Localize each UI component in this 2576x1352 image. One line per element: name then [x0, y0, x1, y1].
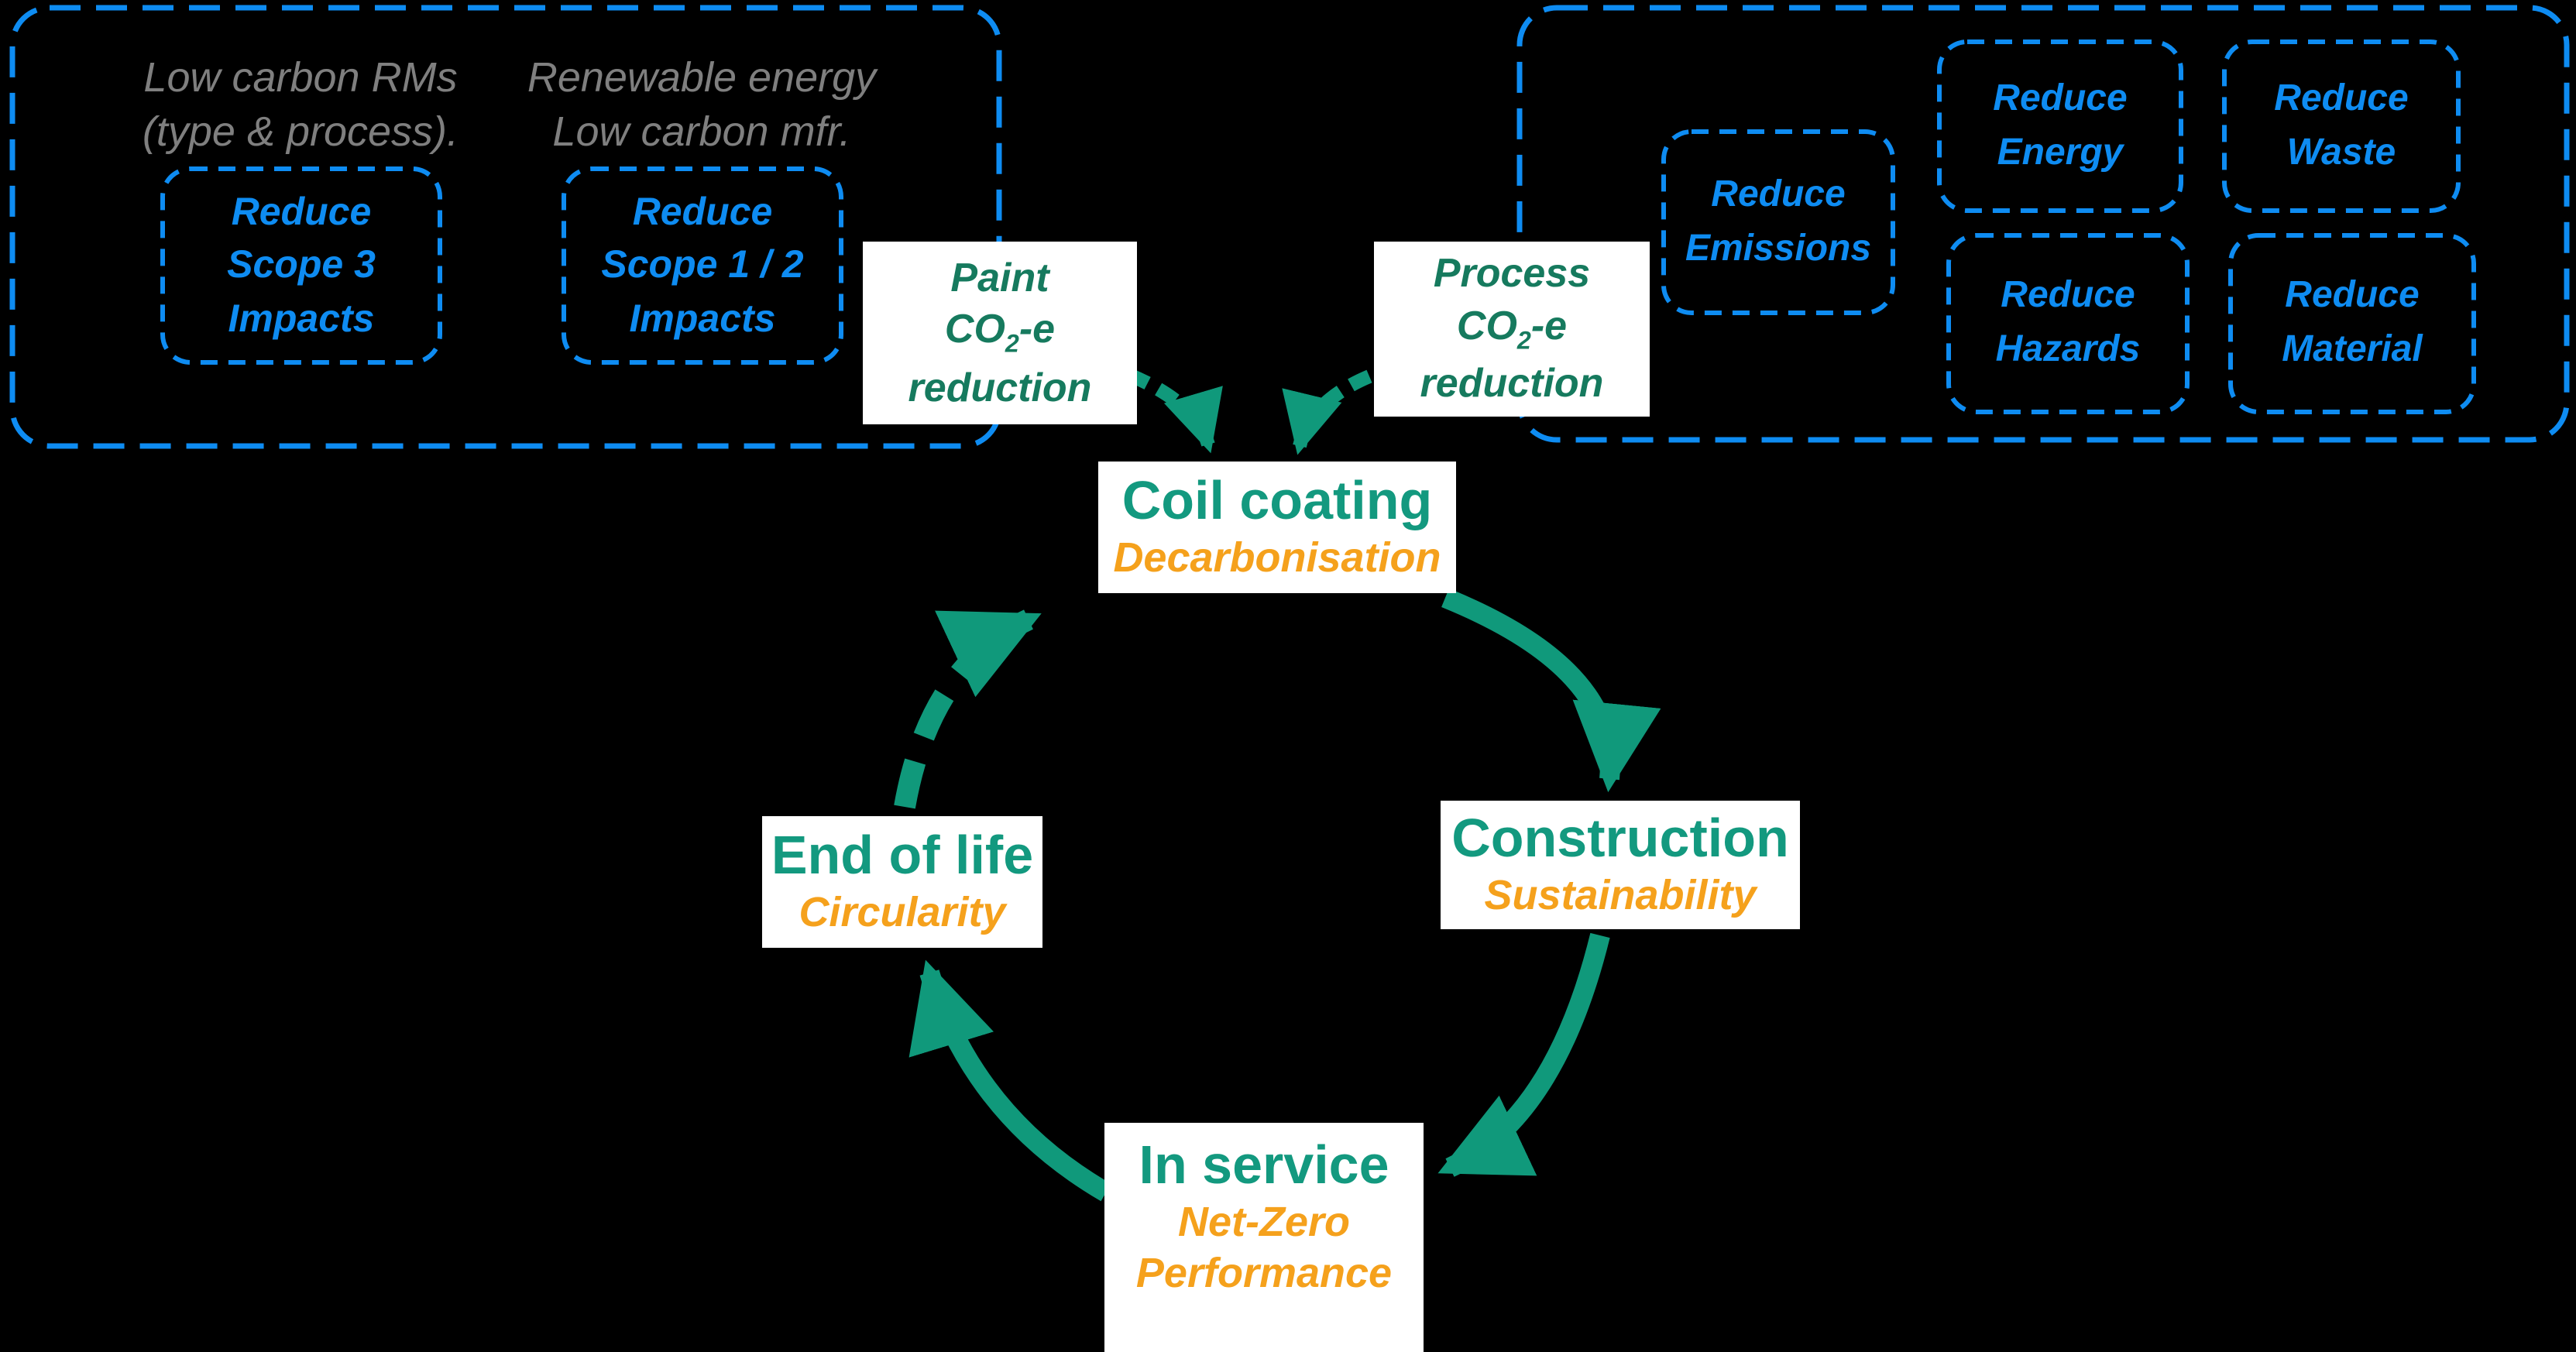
reduce-hazards-box: Reduce Hazards — [1949, 235, 2187, 412]
reduce-emissions-box: Reduce Emissions — [1664, 132, 1893, 313]
callout-line: Paint — [950, 253, 1049, 300]
arrow-endoflife-to-coilcoating-dashed — [894, 609, 1042, 809]
caption-line: Renewable energy — [527, 54, 877, 101]
callout-line: reduction — [1420, 359, 1604, 407]
stage-in-service: In service Net-Zero Performance — [1104, 1123, 1424, 1352]
box-line: Waste — [2286, 131, 2396, 173]
box-line: Energy — [1997, 131, 2124, 173]
stage-title: In service — [1139, 1135, 1389, 1196]
caption-line: Low carbon RMs — [143, 54, 458, 101]
box-line: Reduce — [1993, 77, 2128, 119]
callout-co2e-line: CO2-e — [944, 305, 1056, 359]
stage-subtitle: Net-Zero Performance — [1135, 1199, 1393, 1296]
reduce-material-box-border — [2228, 233, 2476, 414]
stage-title: Coil coating — [1121, 471, 1433, 532]
box-line: Reduce — [632, 190, 773, 234]
box-line: Reduce — [231, 190, 372, 234]
callout-co2e-line: CO2-e — [1456, 301, 1568, 355]
right-panel-border — [1516, 5, 2570, 443]
reduce-scope12-box: Reduce Scope 1 / 2 Impacts — [564, 169, 841, 362]
caption-renewable-energy: Renewable energy Low carbon mfr. — [454, 51, 950, 160]
arrow-coilcoating-to-construction — [1441, 588, 1661, 793]
box-line: Emissions — [1685, 227, 1872, 269]
caption-line: (type & process). — [142, 108, 459, 156]
arrow-paint-to-coilcoating — [1126, 368, 1223, 454]
process-co2e-callout: Process CO2-e reduction — [1374, 242, 1650, 417]
callout-line: reduction — [908, 363, 1092, 410]
stage-title: Construction — [1451, 808, 1789, 870]
box-line: Reduce — [1711, 173, 1846, 215]
reduce-scope3-box: Reduce Scope 3 Impacts — [163, 169, 440, 362]
stage-subtitle: Sustainability — [1484, 872, 1757, 919]
stage-subtitle: Decarbonisation — [1113, 534, 1441, 582]
box-line: Reduce — [2285, 274, 2420, 317]
reduce-emissions-box-border — [1661, 129, 1895, 315]
box-line: Reduce — [2001, 274, 2135, 317]
arrow-construction-to-inservice — [1437, 932, 1610, 1177]
callout-line: Process — [1433, 249, 1591, 297]
paint-co2e-callout: Paint CO2-e reduction — [863, 242, 1137, 424]
box-line: Impacts — [228, 297, 375, 341]
reduce-hazards-box-border — [1946, 233, 2190, 414]
stage-subtitle: Circularity — [799, 889, 1006, 936]
box-line: Scope 1 / 2 — [601, 243, 804, 287]
caption-line: Low carbon mfr. — [552, 108, 851, 156]
stage-title: End of life — [771, 825, 1034, 887]
reduce-material-box: Reduce Material — [2231, 235, 2474, 412]
arrow-inservice-to-endoflife — [908, 959, 1111, 1202]
box-line: Impacts — [629, 297, 776, 341]
reduce-waste-box: Reduce Waste — [2224, 42, 2458, 211]
reduce-waste-box-border — [2222, 39, 2461, 213]
arrow-process-to-coilcoating — [1282, 369, 1372, 455]
box-line: Reduce — [2274, 77, 2409, 119]
stage-end-of-life: End of life Circularity — [762, 816, 1042, 948]
stage-coil-coating: Coil coating Decarbonisation — [1098, 462, 1456, 593]
stage-construction: Construction Sustainability — [1441, 801, 1800, 929]
box-line: Material — [2282, 328, 2423, 370]
box-line: Hazards — [1995, 328, 2141, 370]
box-line: Scope 3 — [227, 243, 376, 287]
reduce-energy-box-border — [1937, 39, 2183, 213]
reduce-energy-box: Reduce Energy — [1939, 42, 2181, 211]
caption-low-carbon-rms: Low carbon RMs (type & process). — [53, 51, 548, 160]
